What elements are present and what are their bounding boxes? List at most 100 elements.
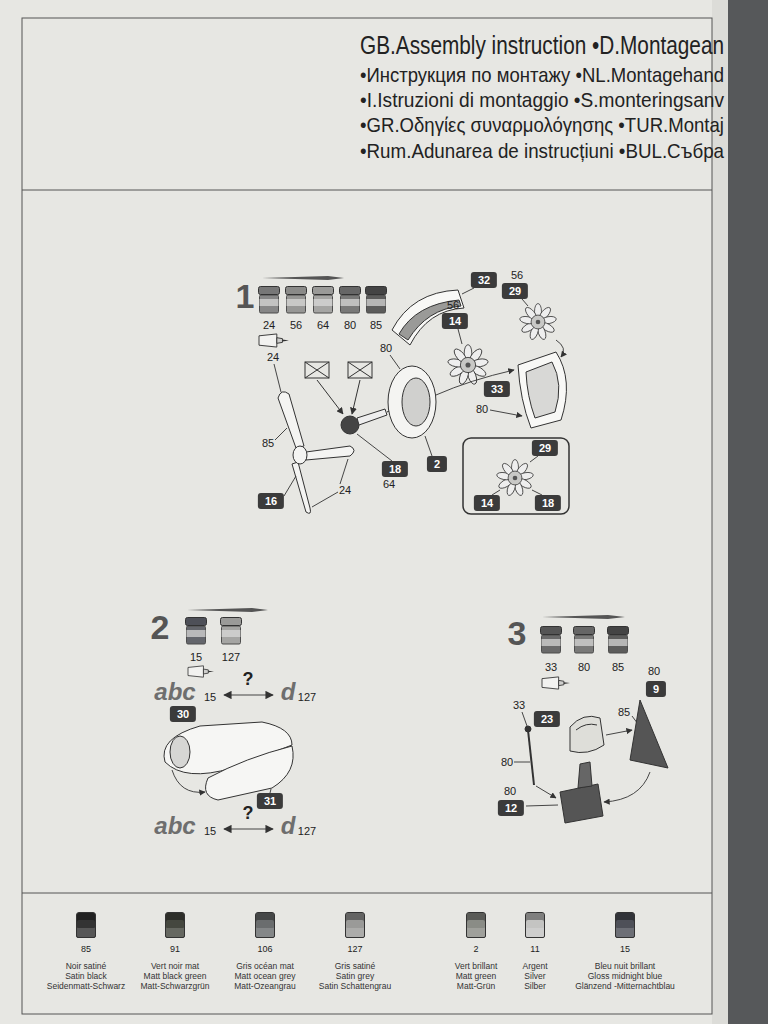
cowling-half xyxy=(399,300,461,340)
callout-number: 18 xyxy=(389,463,401,475)
page-frame xyxy=(22,893,712,894)
paint-number: 11 xyxy=(525,944,545,954)
paint-swatch xyxy=(466,912,486,938)
paint-jar xyxy=(313,287,334,314)
propeller xyxy=(306,446,354,460)
paint-name: Argent xyxy=(522,962,547,971)
not-glued-symbol xyxy=(352,380,360,414)
paint-jar xyxy=(340,287,361,314)
callout-number: 12 xyxy=(505,802,517,814)
paint-swatch xyxy=(255,912,275,938)
paint-number: 80 xyxy=(578,662,590,673)
paint-number: 80 xyxy=(501,757,513,768)
paint-name: Matt-Ozeangrau xyxy=(234,982,295,991)
version-letters: abc xyxy=(154,680,195,704)
callout-number: 18 xyxy=(542,497,554,509)
cowling-ring xyxy=(402,378,430,426)
paint-number: 2 xyxy=(466,944,486,954)
part-callout: 29 xyxy=(502,283,528,299)
assembly-arrow xyxy=(556,340,564,357)
paint-number: 80 xyxy=(380,343,392,354)
radial-engine xyxy=(496,460,534,497)
callout-number: 33 xyxy=(491,383,503,395)
paint-brush xyxy=(262,276,344,280)
leader-line xyxy=(522,712,527,726)
leader-line xyxy=(357,434,392,461)
paint-number: 85 xyxy=(370,320,382,331)
part-callout: 12 xyxy=(498,800,524,816)
version-letters: d xyxy=(281,680,296,704)
callout-number: 2 xyxy=(434,458,440,470)
paint-legend-item: 11 xyxy=(525,912,545,954)
paint-number: 91 xyxy=(165,944,185,954)
step-number: 1 xyxy=(236,279,255,313)
paint-number: 80 xyxy=(504,786,516,797)
cockpit-parts xyxy=(630,700,668,768)
leader-line xyxy=(530,456,538,462)
option-arrow xyxy=(224,694,273,695)
paint-number: 85 xyxy=(262,438,274,449)
paint-swatch xyxy=(165,912,185,938)
assembly-arrow xyxy=(490,410,522,416)
callout-number: 9 xyxy=(653,683,659,695)
paint-name: Satin grey xyxy=(336,972,374,981)
assembly-arrow xyxy=(604,772,650,802)
paint-number: 15 xyxy=(615,944,635,954)
cowling-half xyxy=(392,290,566,428)
part-callout: 9 xyxy=(646,681,666,697)
page-frame xyxy=(22,190,712,191)
callout-number: 16 xyxy=(265,495,277,507)
step-number: 3 xyxy=(508,616,527,650)
paint-name: Glänzend -Mitternachtblau xyxy=(575,982,675,991)
paint-number: 80 xyxy=(476,404,488,415)
paint-swatch xyxy=(525,912,545,938)
leader-line xyxy=(340,459,348,484)
callout-number: 31 xyxy=(264,795,276,807)
not-glued-symbol xyxy=(305,362,329,378)
paint-number: 64 xyxy=(383,479,395,490)
leader-line xyxy=(284,476,296,496)
paint-name: Matt ocean grey xyxy=(235,972,296,981)
part-callout: 29 xyxy=(532,440,558,456)
leader-line xyxy=(526,805,558,806)
glue-tube xyxy=(188,334,570,689)
cockpit-parts xyxy=(528,730,534,785)
header-text: GB.Assembly instruction •D.Montagean xyxy=(360,33,724,58)
paint-number: 85 xyxy=(76,944,96,954)
option-mark: ? xyxy=(243,670,254,688)
paint-number: 15 xyxy=(204,692,216,703)
callout-number: 30 xyxy=(177,708,189,720)
paint-jar xyxy=(259,287,280,314)
cowling-ring xyxy=(388,366,436,438)
paint-legend-item: 15 xyxy=(615,912,635,954)
part-callout: 14 xyxy=(474,495,500,511)
paint-number: 85 xyxy=(618,707,630,718)
paint-name: Vert brillant xyxy=(455,962,498,971)
paint-jar xyxy=(286,287,307,314)
paint-number: 24 xyxy=(263,320,275,331)
header-text: •GR.Οδηγίες συναρμολόγησης •TUR.Montaj xyxy=(360,114,724,135)
cockpit-parts xyxy=(525,700,668,823)
paint-number: 106 xyxy=(255,944,275,954)
paint-name: Seidenmatt-Schwarz xyxy=(47,982,125,991)
paint-name: Matt green xyxy=(456,972,497,981)
paint-swatch xyxy=(76,912,96,938)
cockpit-parts xyxy=(578,762,592,788)
paint-number: 64 xyxy=(317,320,329,331)
paint-name: Matt-Schwarzgrün xyxy=(141,982,210,991)
detail-inset xyxy=(463,438,569,514)
header-text: •I.Istruzioni di montaggio •S.monterings… xyxy=(360,89,724,110)
propeller-hub xyxy=(341,416,359,434)
part-callout: 33 xyxy=(484,381,510,397)
paint-number: 33 xyxy=(513,700,525,711)
part-callout: 31 xyxy=(257,793,283,809)
paint-jar xyxy=(541,627,562,654)
paint-number: 85 xyxy=(612,662,624,673)
paint-swatch xyxy=(345,912,365,938)
part-callout: 18 xyxy=(382,461,408,477)
paint-jar xyxy=(186,618,207,645)
callout-number: 32 xyxy=(478,274,490,286)
paint-brush xyxy=(542,615,625,619)
paint-name: Silber xyxy=(524,982,546,991)
